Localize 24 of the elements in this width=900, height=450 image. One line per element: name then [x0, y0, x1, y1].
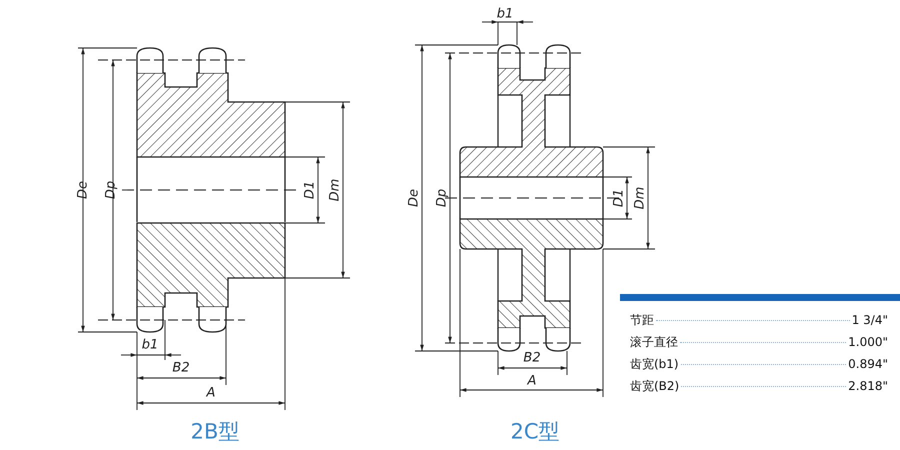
spec-name: 滚子直径 [630, 334, 678, 351]
dimension-label: D1 [612, 188, 626, 208]
dimension-label: b1 [496, 8, 514, 20]
dimension-label: b1 [142, 338, 158, 352]
spec-name: 齿宽(B2) [630, 378, 680, 395]
dimension-label: A [528, 374, 536, 388]
dimension-label: B2 [523, 352, 541, 364]
dimension-label: B2 [172, 362, 190, 374]
spec-name: 齿宽(b1) [630, 356, 679, 373]
dimension-label: Dp [436, 188, 448, 208]
spec-value: 1.000" [848, 335, 888, 349]
dimension-label: D1 [304, 180, 316, 200]
drawing-caption: 2C型 [510, 422, 560, 442]
spec-name: 节距 [630, 312, 654, 329]
spec-value: 0.894" [848, 357, 888, 371]
dimension-label: De [76, 181, 90, 199]
dimension-label: De [408, 189, 420, 207]
drawing-caption: 2B型 [190, 422, 240, 442]
dimension-label: Dm [634, 186, 646, 210]
dimension-label: Dp [104, 180, 118, 200]
spec-value: 2.818" [848, 379, 888, 393]
spec-value: 1 3/4" [852, 313, 888, 327]
dimension-label: A [206, 386, 216, 400]
dimension-label: Dm [328, 178, 342, 202]
